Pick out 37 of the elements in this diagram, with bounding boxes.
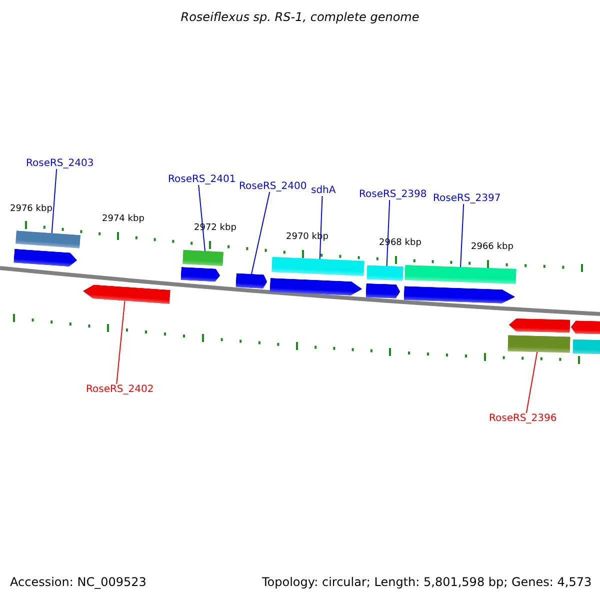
gene-label: RoseRS_2397 [433, 193, 501, 204]
leader-line [460, 204, 464, 268]
gene-feature [404, 286, 516, 304]
gene-bar [508, 335, 570, 353]
scale-label: 2974 kbp [102, 214, 144, 224]
gene-feature [180, 267, 220, 282]
scale-label: 2966 kbp [471, 242, 514, 252]
leader-line [251, 192, 270, 274]
gene-feature [14, 248, 78, 268]
gene-label: RoseRS_2403 [26, 158, 94, 169]
gene-bar [366, 265, 404, 281]
genome-summary: Topology: circular; Length: 5,801,598 bp; Genes: 4,573 [262, 575, 592, 589]
gene-feature [508, 318, 570, 333]
leader-line [198, 184, 206, 252]
gene-label: RoseRS_2396 [489, 413, 557, 424]
leader-line [116, 300, 126, 384]
gene-label: sdhA [311, 185, 336, 196]
gene-bar [16, 230, 80, 248]
gene-feature [570, 320, 600, 335]
scale-label: 2976 kbp [10, 204, 52, 214]
gene-feature [270, 278, 362, 296]
leader-line [386, 200, 390, 267]
leader-line [526, 351, 538, 414]
gene-label: RoseRS_2398 [359, 189, 427, 200]
gene-bar [572, 339, 600, 355]
title: Roseiflexus sp. RS-1, complete genome [180, 10, 420, 24]
accession-note: Accession: NC_009523 [10, 575, 146, 589]
gene-feature [236, 273, 268, 289]
gene-bar [182, 250, 224, 266]
leader-line [319, 196, 323, 260]
gene-bar [272, 257, 364, 276]
gene-label: RoseRS_2401 [168, 174, 236, 185]
leader-line [51, 168, 58, 234]
gene-bar [404, 265, 516, 284]
gene-feature [366, 283, 400, 299]
gene-label: RoseRS_2400 [239, 181, 307, 192]
gene-label: RoseRS_2402 [86, 384, 154, 395]
